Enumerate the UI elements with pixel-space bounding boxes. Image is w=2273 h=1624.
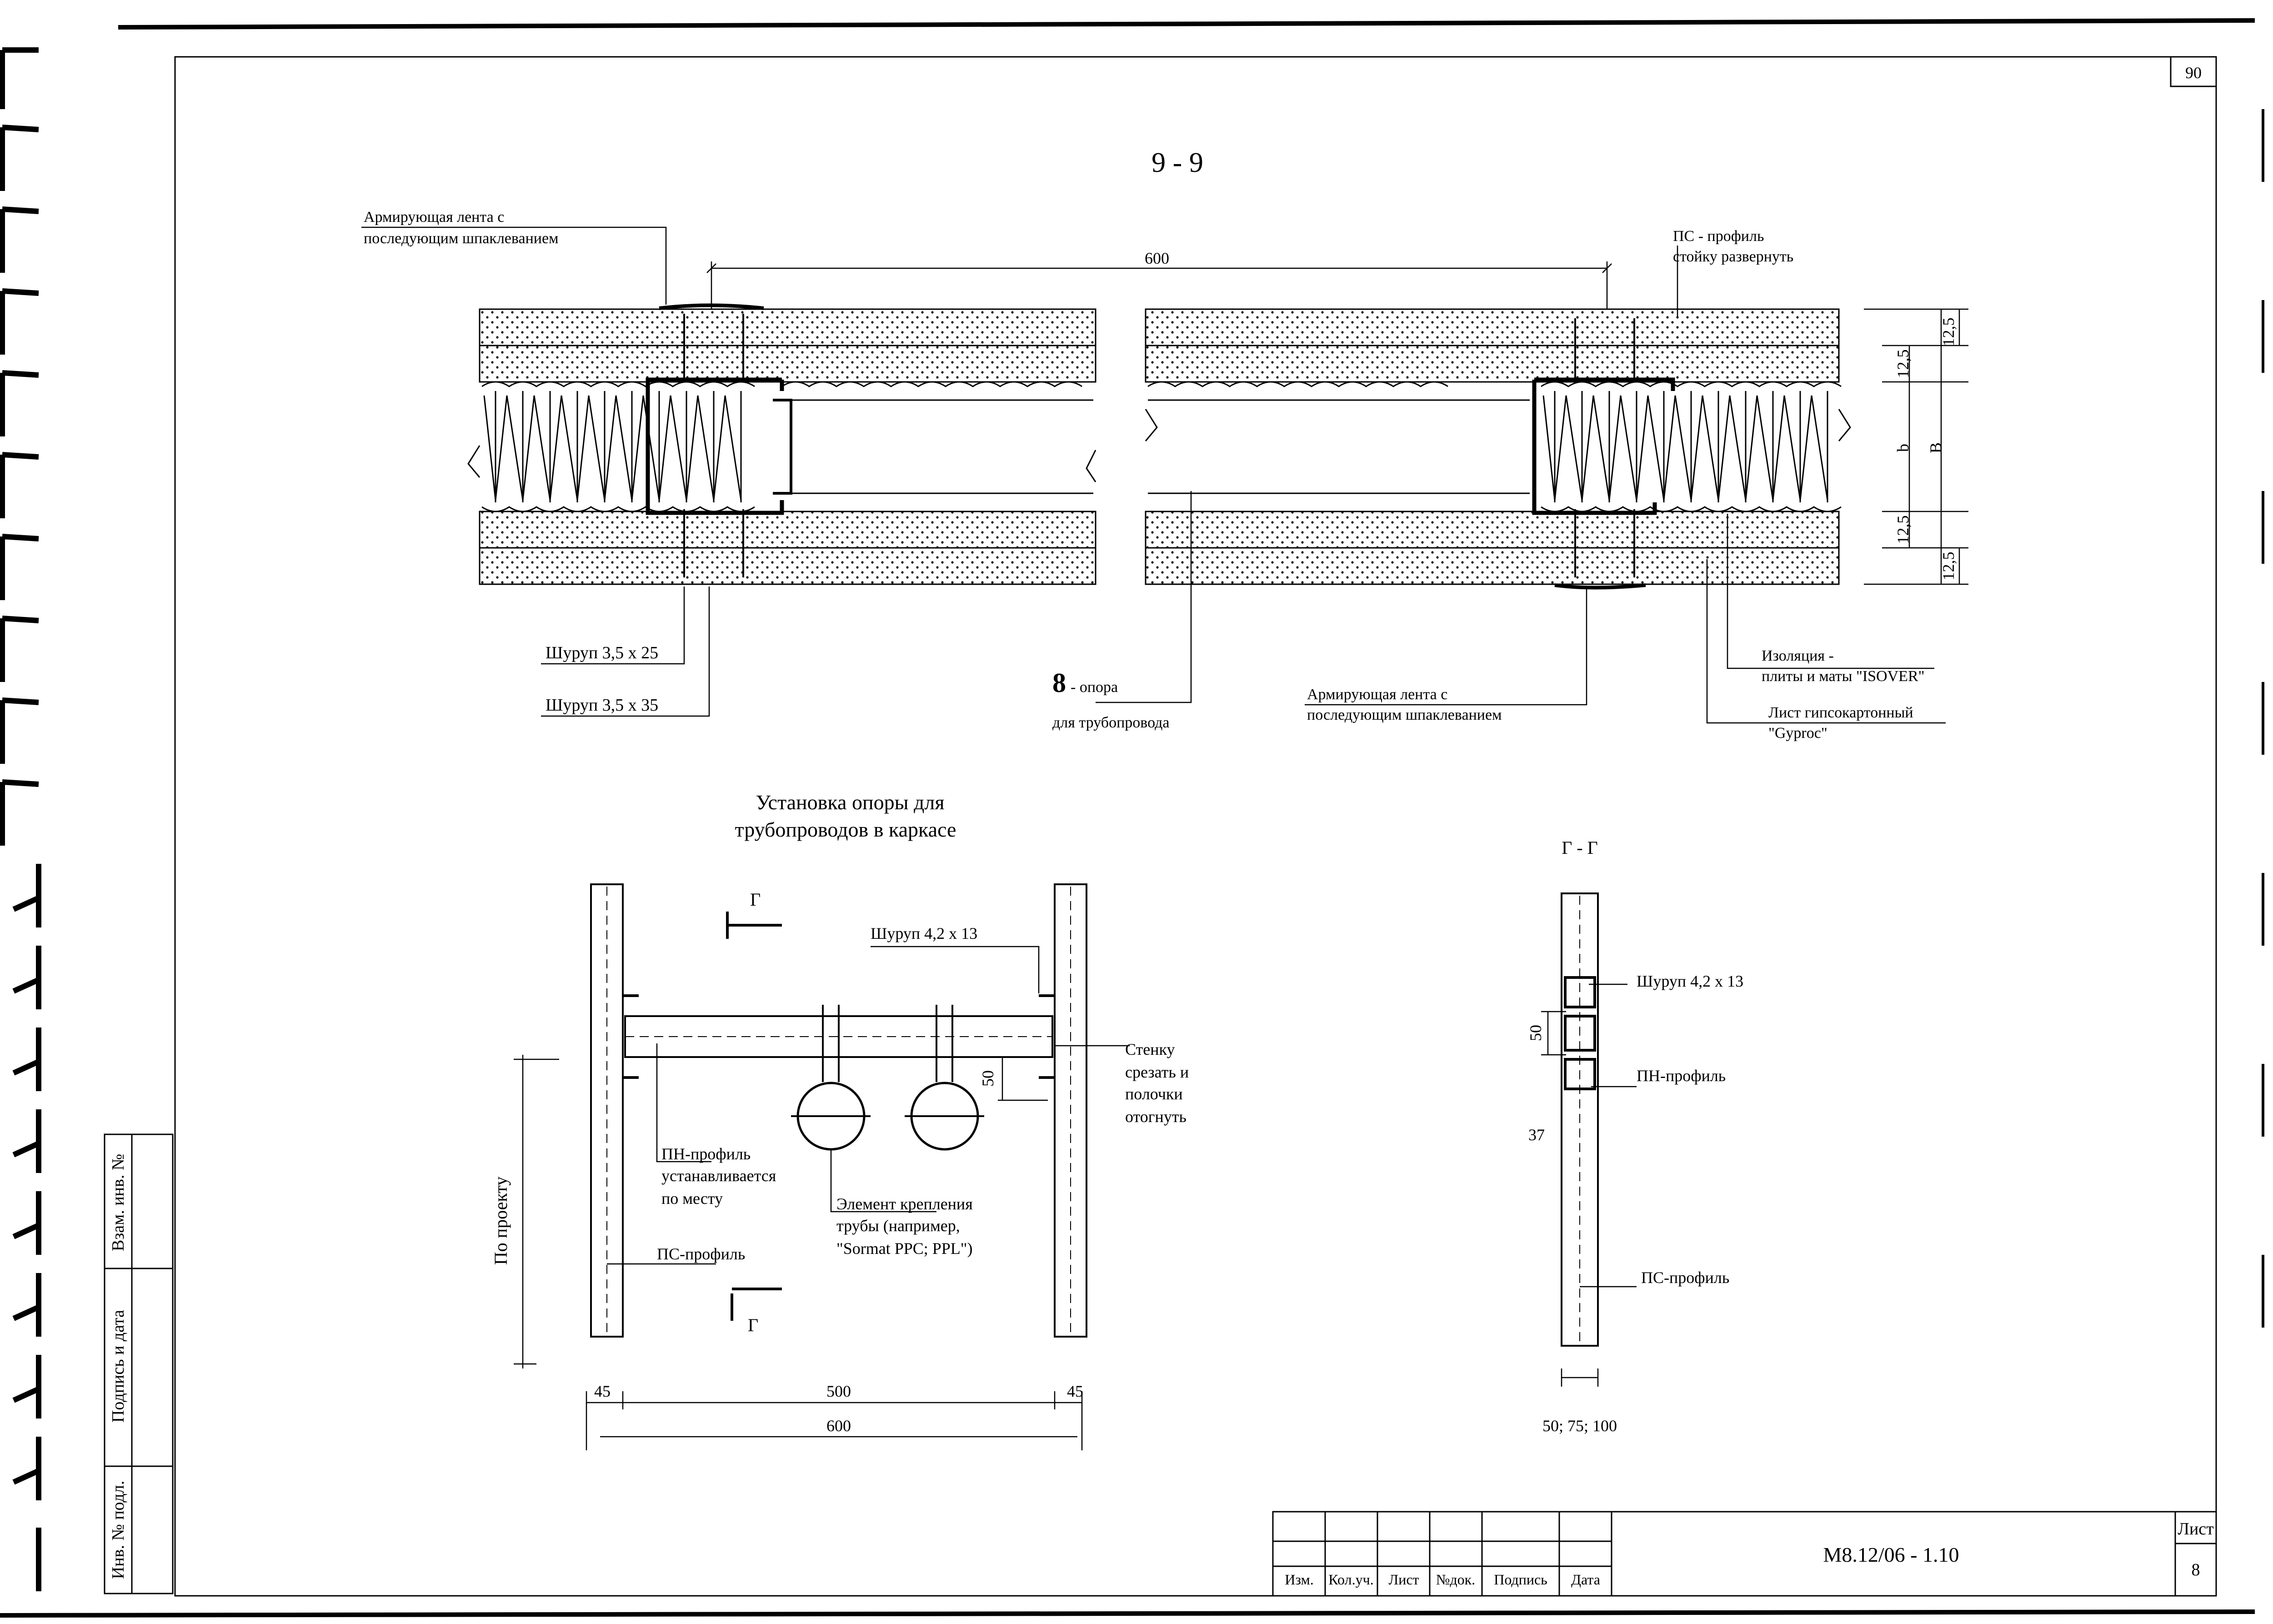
- dim-12-5-b: 12,5: [1894, 350, 1912, 378]
- cut-mark-bottom: Г: [748, 1315, 758, 1335]
- side-stamp: [104, 1133, 174, 1594]
- page-edge-bottom: [0, 1609, 2255, 1618]
- page-edge-top: [118, 18, 2255, 30]
- gg-dim-width: 50; 75; 100: [1542, 1417, 1617, 1435]
- label-gkl-2: "Gyproc": [1768, 725, 1827, 742]
- gg-dim-37: 37: [1528, 1126, 1545, 1144]
- label-isolation-1: Изоляция -: [1762, 647, 1834, 664]
- label-ps-top-2: стойку развернуть: [1673, 248, 1793, 265]
- side-stamp-labels: Взам. инв. № Подпись и дата Инв. № подл.: [109, 1154, 128, 1579]
- label-tape-bot-1: Армирующая лента с: [1307, 686, 1447, 703]
- dim-B: B: [1927, 442, 1945, 453]
- tb-sheet-number: 8: [2192, 1560, 2200, 1579]
- gg-labels: Шуруп 4,2 х 13 ПН-профиль ПС-профиль 50 …: [1527, 972, 1743, 1435]
- label-wall-2: срезать и: [1125, 1063, 1189, 1081]
- label-support-number: 8: [1052, 668, 1066, 698]
- label-support-1: - опора: [1071, 679, 1118, 696]
- label-by-project: По проекту: [491, 1177, 511, 1265]
- install-labels: Г Г Шуруп 4,2 х 13 Стенку срезать и поло…: [491, 889, 1189, 1435]
- section-title: 9 - 9: [1152, 147, 1203, 178]
- tb-col-doc: №док.: [1436, 1571, 1475, 1588]
- gg-title: Г - Г: [1562, 837, 1598, 858]
- gg-dim-50: 50: [1527, 1025, 1545, 1041]
- tb-col-sheet: Лист: [1388, 1571, 1419, 1588]
- dim-45-right: 45: [1067, 1382, 1083, 1400]
- label-gkl-1: Лист гипсокартонный: [1768, 704, 1913, 721]
- section-dimensions: 600 12,5 12,5 b B 12,5 12,5: [1145, 249, 1958, 581]
- dim-12-5-d: 12,5: [1939, 552, 1958, 581]
- label-screw-25: Шуруп 3,5 х 25: [546, 643, 658, 662]
- dim-12-5-c: 12,5: [1894, 516, 1912, 544]
- label-wall-1: Стенку: [1125, 1040, 1175, 1058]
- drawing-frame: [174, 56, 2217, 1597]
- dim-45-left: 45: [594, 1382, 611, 1400]
- tb-doc-code: М8.12/06 - 1.10: [1823, 1543, 1959, 1566]
- label-pn-3: по месту: [661, 1189, 723, 1208]
- label-elem-1: Элемент крепления: [836, 1195, 973, 1213]
- title-block: [1272, 1511, 2217, 1597]
- install-title-1: Установка опоры для: [756, 791, 945, 814]
- stamp-signature-date: Подпись и дата: [109, 1310, 128, 1423]
- tb-col-date: Дата: [1571, 1571, 1600, 1588]
- dim-600-bottom: 600: [826, 1417, 851, 1435]
- tb-col-count: Кол.уч.: [1328, 1571, 1373, 1588]
- dim-50-cut: 50: [979, 1070, 997, 1087]
- gg-section: [1541, 892, 1637, 1387]
- title-block-labels: Изм. Кол.уч. Лист №док. Подпись Дата М8.…: [1285, 1519, 2214, 1588]
- page-number: 90: [2185, 64, 2202, 82]
- stamp-original-inv: Инв. № подл.: [109, 1481, 128, 1579]
- label-tape-bot-2: последующим шпаклеванием: [1307, 707, 1502, 723]
- install-title-2: трубопроводов в каркасе: [735, 818, 956, 841]
- section-labels: Армирующая лента с последующим шпаклеван…: [364, 209, 1925, 742]
- gg-label-ps: ПС-профиль: [1641, 1268, 1729, 1287]
- dim-600-top: 600: [1145, 249, 1169, 267]
- label-tape-top-1: Армирующая лента с: [364, 209, 504, 226]
- gg-label-screw: Шуруп 4,2 х 13: [1637, 972, 1743, 990]
- page-number-box: 90: [2170, 57, 2216, 87]
- wall-section: [361, 226, 1968, 724]
- tb-col-signature: Подпись: [1494, 1571, 1547, 1588]
- label-ps: ПС-профиль: [657, 1245, 745, 1263]
- tb-col-change: Изм.: [1285, 1571, 1314, 1588]
- label-support-2: для трубопровода: [1052, 714, 1170, 731]
- label-wall-3: полочки: [1125, 1085, 1183, 1103]
- dim-12-5-a: 12,5: [1939, 318, 1958, 346]
- tb-sheet-label: Лист: [2178, 1519, 2214, 1539]
- dim-500: 500: [826, 1382, 851, 1400]
- label-wall-4: отогнуть: [1125, 1108, 1187, 1126]
- label-screw-35: Шуруп 3,5 х 35: [546, 696, 658, 715]
- gg-label-pn: ПН-профиль: [1637, 1067, 1726, 1085]
- install-frame: [514, 883, 1130, 1450]
- label-ps-top-1: ПС - профиль: [1673, 228, 1764, 245]
- dim-b: b: [1894, 444, 1912, 452]
- cut-mark-top: Г: [750, 889, 761, 910]
- stamp-replace-inv: Взам. инв. №: [109, 1154, 128, 1251]
- label-screw-42: Шуруп 4,2 х 13: [871, 924, 977, 942]
- label-elem-3: "Sormat PPC; PPL"): [836, 1239, 972, 1258]
- label-elem-2: трубы (например,: [836, 1217, 960, 1235]
- binding-marks: [0, 47, 41, 1591]
- label-pn-1: ПН-профиль: [661, 1145, 751, 1163]
- label-tape-top-2: последующим шпаклеванием: [364, 230, 559, 247]
- label-isolation-2: плиты и маты "ISOVER": [1762, 668, 1925, 685]
- label-pn-2: устанавливается: [661, 1167, 776, 1185]
